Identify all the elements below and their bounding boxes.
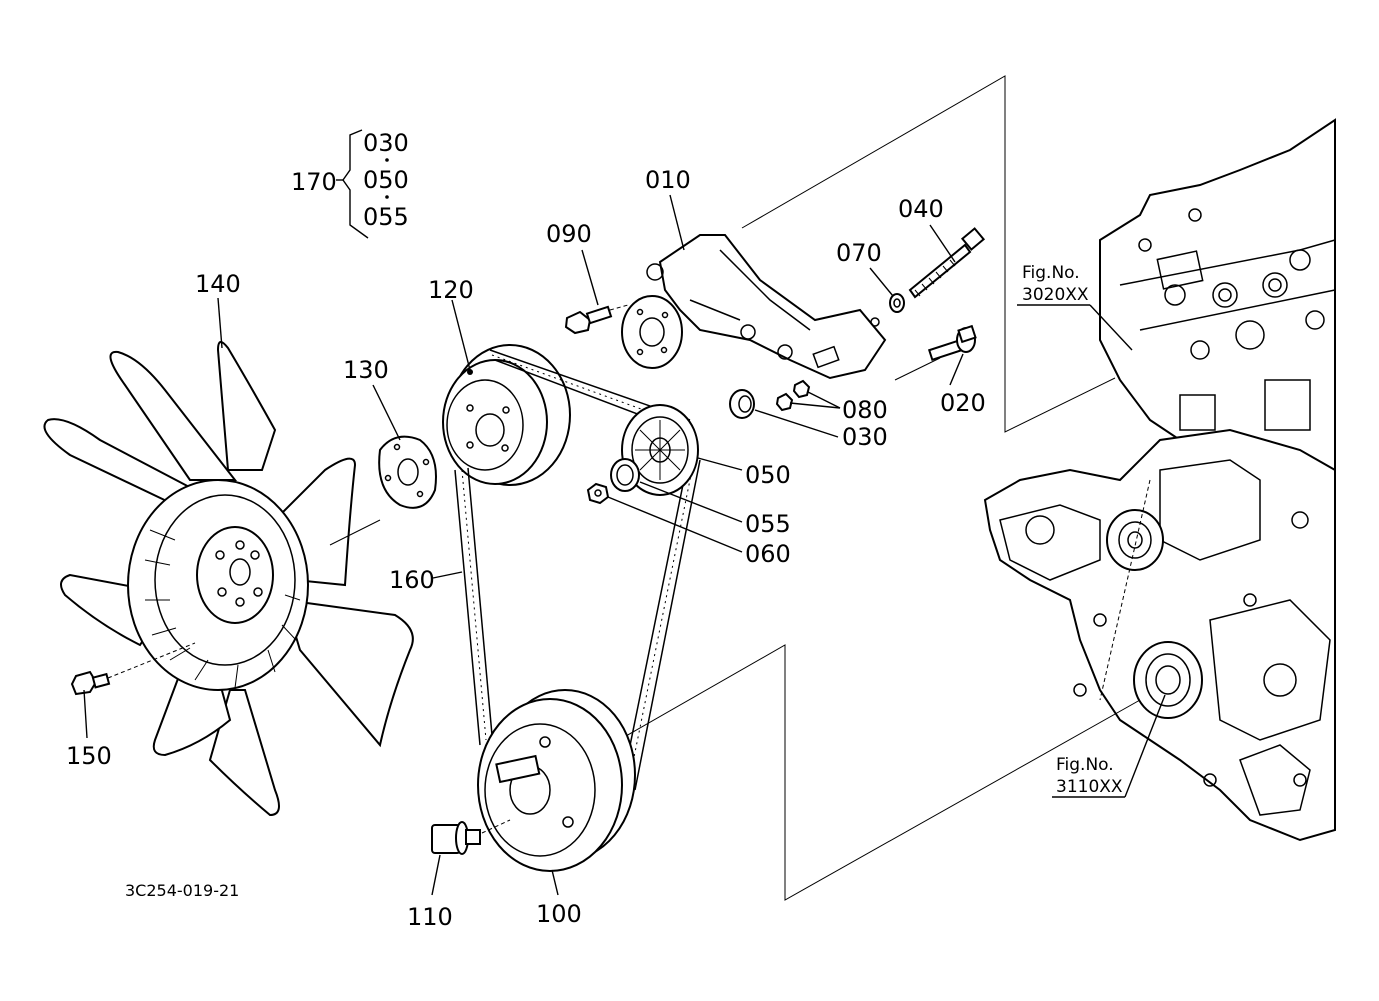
- callout-090: 090: [546, 220, 592, 248]
- bolt-020: [927, 324, 977, 361]
- water-pump-pulley: [442, 344, 571, 486]
- alternator-bracket: [646, 234, 887, 380]
- group-item-050: 050: [363, 166, 409, 194]
- group-bracket: [336, 129, 389, 239]
- callout-055: 055: [745, 510, 791, 538]
- nuts-080: [775, 379, 811, 412]
- callout-140: 140: [195, 270, 241, 298]
- callout-040: 040: [898, 195, 944, 223]
- spacer-030: [729, 389, 755, 419]
- callout-160: 160: [389, 566, 435, 594]
- callout-110: 110: [407, 903, 453, 931]
- callout-030: 030: [842, 423, 888, 451]
- diagram-code: 3C254-019-21: [125, 881, 239, 900]
- callout-120: 120: [428, 276, 474, 304]
- washer-070: [889, 293, 905, 313]
- crankshaft-pulley: [477, 689, 636, 872]
- callout-050: 050: [745, 461, 791, 489]
- callout-020: 020: [940, 389, 986, 417]
- engine-block-drawing: [983, 118, 1336, 842]
- callout-060: 060: [745, 540, 791, 568]
- cooling-fan: [43, 341, 414, 817]
- nut-060: [586, 482, 610, 505]
- tension-pulley: [621, 404, 699, 496]
- figure-ref-lower-number: 3110XX: [1056, 777, 1123, 797]
- group-item-055: 055: [363, 203, 409, 231]
- callout-080: 080: [842, 396, 888, 424]
- bracket-pulley: [621, 295, 683, 369]
- washer-055: [610, 458, 640, 492]
- callout-070: 070: [836, 239, 882, 267]
- figure-ref-lower-label: Fig.No.: [1056, 755, 1114, 775]
- figure-ref-upper-number: 3020XX: [1022, 285, 1089, 305]
- callout-010: 010: [645, 166, 691, 194]
- crankshaft-pulley-bolt: [431, 819, 511, 855]
- callout-130: 130: [343, 356, 389, 384]
- callout-150: 150: [66, 742, 112, 770]
- callout-100: 100: [536, 900, 582, 928]
- bolt-040: [908, 227, 986, 299]
- fan-bolt: [70, 642, 196, 696]
- leader-lines: [83, 194, 1166, 896]
- figure-ref-upper-label: Fig.No.: [1022, 263, 1080, 283]
- plane-outline: [604, 75, 1141, 901]
- bolt-090: [564, 304, 629, 335]
- fan-spacer: [329, 435, 437, 546]
- group-label-170: 170: [291, 168, 337, 196]
- group-item-030: 030: [363, 129, 409, 157]
